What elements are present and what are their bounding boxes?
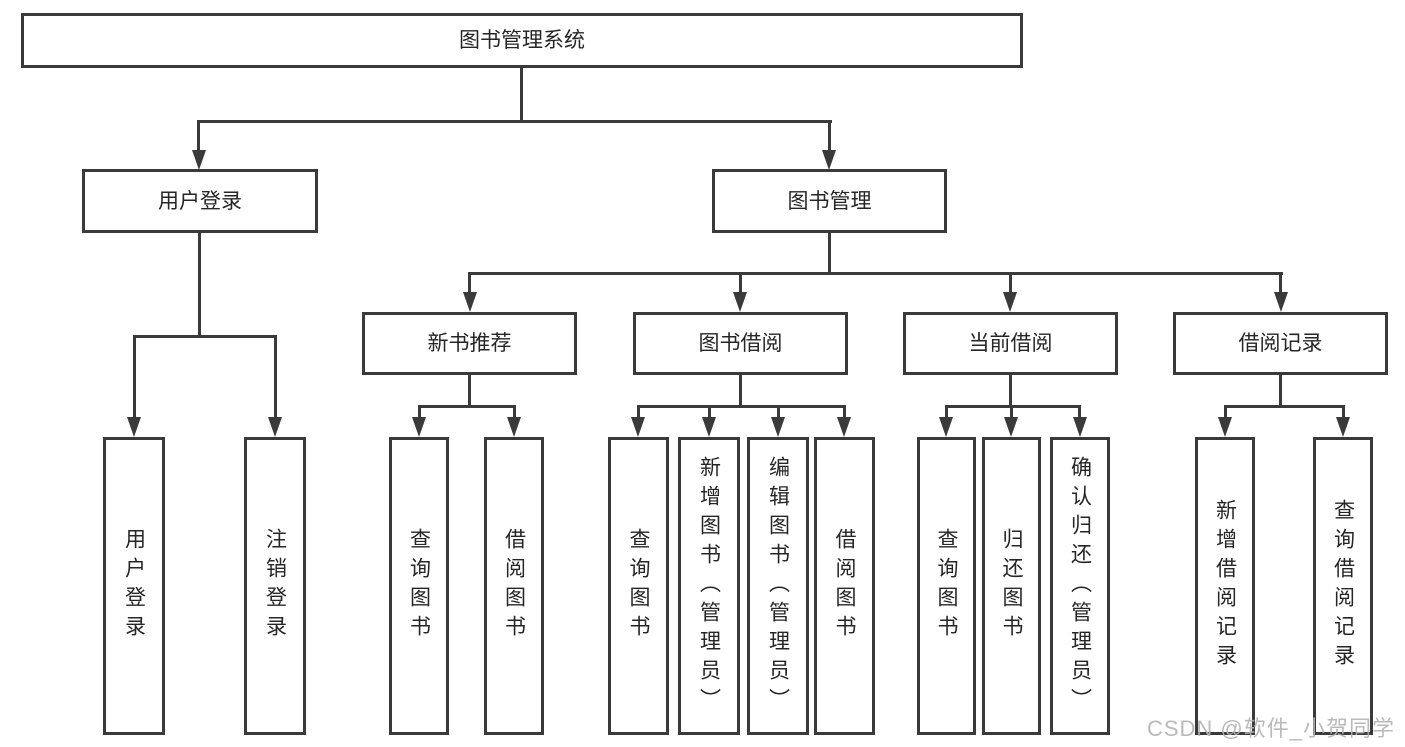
connector-stub-cb-return — [1010, 405, 1013, 419]
arrow-to-cb-confirm — [1073, 417, 1087, 437]
node-current-borrowing: 当前借阅 — [903, 312, 1118, 375]
connector-root-crossbar — [197, 120, 832, 123]
leaf-bb-query-books-label: 查询图书 — [627, 528, 650, 644]
leaf-rec-add-record: 新增借阅记录 — [1195, 437, 1255, 735]
arrow-to-cb-return — [1004, 417, 1018, 437]
connector-stub-rec-add — [1224, 405, 1227, 419]
arrow-to-bb-borrow — [837, 417, 851, 437]
leaf-user-login-label: 用户登录 — [122, 528, 146, 644]
arrow-to-user-login — [192, 150, 206, 170]
connector-stub-book-management — [828, 120, 831, 152]
connector-stub-nb-borrow — [513, 405, 516, 419]
connector-records-trunk — [1279, 375, 1282, 407]
node-borrowing-records: 借阅记录 — [1173, 312, 1388, 375]
connector-book-mgmt-crossbar — [469, 272, 1283, 275]
leaf-bb-add-books-admin-label: 新增图书（管理员） — [697, 455, 721, 717]
connector-user-login-crossbar — [133, 335, 277, 338]
arrow-to-book-borrow — [733, 292, 747, 312]
leaf-logout-label: 注销登录 — [263, 528, 287, 644]
arrow-to-login-leaf — [127, 417, 141, 437]
connector-book-mgmt-trunk — [828, 233, 831, 274]
connector-records-crossbar — [1224, 405, 1345, 408]
leaf-rec-query-record: 查询借阅记录 — [1313, 437, 1373, 735]
connector-new-book-crossbar — [418, 405, 516, 408]
arrow-to-nb-borrow — [507, 417, 521, 437]
leaf-user-login: 用户登录 — [103, 437, 165, 735]
connector-stub-book-borrow — [739, 272, 742, 295]
leaf-bb-edit-books-admin: 编辑图书（管理员） — [747, 437, 809, 735]
connector-user-login-trunk — [198, 233, 201, 337]
connector-book-borrow-crossbar — [637, 405, 846, 408]
arrow-to-nb-query — [412, 417, 426, 437]
leaf-bb-borrow-books-label: 借阅图书 — [833, 528, 856, 644]
arrow-to-bb-query — [631, 417, 645, 437]
arrow-to-logout-leaf — [268, 417, 282, 437]
leaf-cb-return-books-label: 归还图书 — [1000, 528, 1023, 644]
leaf-cb-query-books-label: 查询图书 — [935, 528, 958, 644]
leaf-cb-query-books: 查询图书 — [917, 437, 976, 735]
leaf-nb-query-books: 查询图书 — [389, 437, 449, 735]
arrow-to-book-management — [822, 150, 836, 170]
connector-book-borrow-trunk — [739, 375, 742, 407]
connector-stub-bb-query — [637, 405, 640, 419]
connector-stub-borrow-records — [1279, 272, 1282, 295]
arrow-to-bb-add — [702, 417, 716, 437]
leaf-bb-edit-books-admin-label: 编辑图书（管理员） — [766, 455, 790, 717]
connector-stub-new-book — [468, 272, 471, 295]
connector-stub-bb-edit — [777, 405, 780, 419]
arrow-to-new-book — [463, 292, 477, 312]
arrow-to-cb-query — [939, 417, 953, 437]
leaf-cb-confirm-return-admin: 确认归还（管理员） — [1050, 437, 1110, 735]
leaf-cb-confirm-return-admin-label: 确认归还（管理员） — [1068, 455, 1092, 717]
connector-stub-cb-confirm — [1078, 405, 1081, 419]
csdn-watermark: CSDN @软件_小贺同学 — [1146, 716, 1395, 741]
connector-stub-logout-leaf — [274, 335, 277, 419]
arrow-to-bb-edit — [771, 417, 785, 437]
connector-stub-login-leaf — [133, 335, 136, 419]
connector-stub-nb-query — [418, 405, 421, 419]
connector-new-book-trunk — [468, 375, 471, 407]
arrow-to-borrow-records — [1274, 292, 1288, 312]
connector-current-crossbar — [945, 405, 1081, 408]
node-new-book-recommend: 新书推荐 — [362, 312, 577, 375]
leaf-bb-query-books: 查询图书 — [608, 437, 669, 735]
connector-stub-rec-query — [1342, 405, 1345, 419]
node-user-login: 用户登录 — [82, 169, 318, 233]
arrow-to-current-borrow — [1003, 292, 1017, 312]
leaf-nb-query-books-label: 查询图书 — [407, 528, 431, 644]
leaf-bb-add-books-admin: 新增图书（管理员） — [678, 437, 740, 735]
leaf-bb-borrow-books: 借阅图书 — [814, 437, 875, 735]
connector-root-trunk — [520, 68, 523, 123]
node-library-management-system: 图书管理系统 — [21, 13, 1023, 68]
connector-stub-bb-add — [708, 405, 711, 419]
leaf-rec-add-record-label: 新增借阅记录 — [1213, 499, 1237, 673]
leaf-rec-query-record-label: 查询借阅记录 — [1331, 499, 1355, 673]
leaf-nb-borrow-books: 借阅图书 — [484, 437, 544, 735]
connector-stub-current-borrow — [1009, 272, 1012, 295]
connector-stub-cb-query — [945, 405, 948, 419]
connector-current-trunk — [1009, 375, 1012, 407]
arrow-to-rec-query — [1336, 417, 1350, 437]
connector-stub-bb-borrow — [843, 405, 846, 419]
node-book-borrowing: 图书借阅 — [633, 312, 848, 375]
arrow-to-rec-add — [1218, 417, 1232, 437]
leaf-cb-return-books: 归还图书 — [982, 437, 1041, 735]
connector-stub-user-login — [197, 120, 200, 152]
leaf-nb-borrow-books-label: 借阅图书 — [502, 528, 526, 644]
node-book-management: 图书管理 — [712, 169, 947, 233]
leaf-logout: 注销登录 — [244, 437, 306, 735]
